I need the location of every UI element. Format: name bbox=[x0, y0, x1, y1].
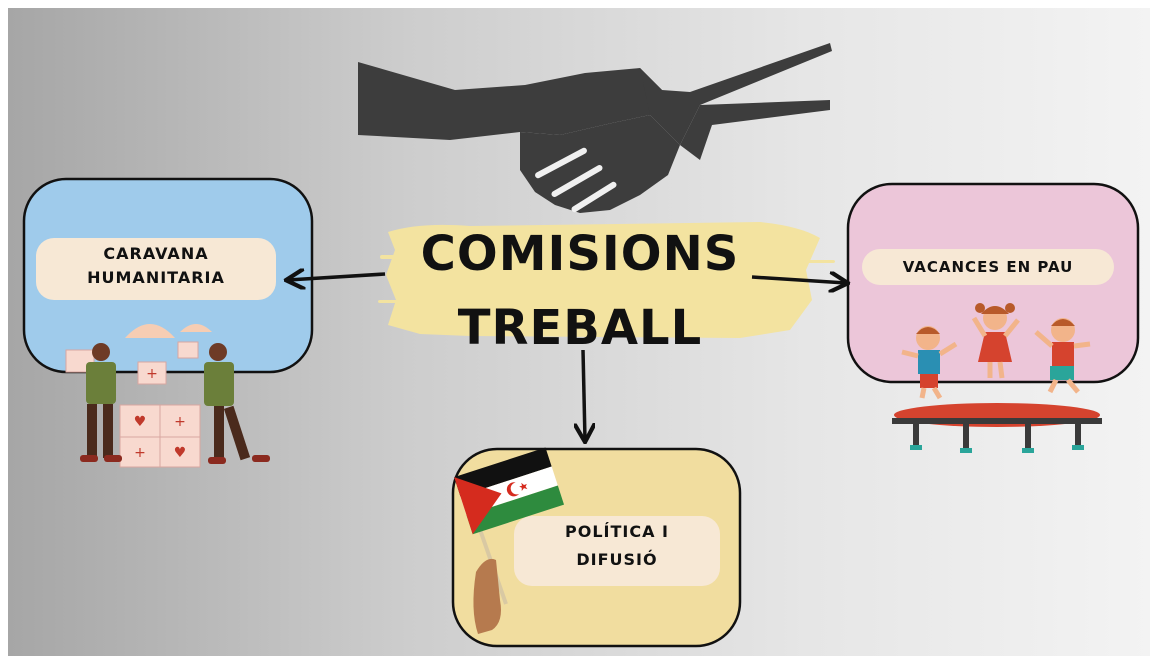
handshake-icon bbox=[358, 43, 832, 213]
arrow-to-vacances bbox=[751, 277, 846, 283]
svg-text:♥: ♥ bbox=[134, 414, 147, 430]
caravana-label: CARAVANA HUMANITARIA bbox=[36, 238, 276, 300]
svg-text:+: + bbox=[134, 445, 146, 461]
politica-label: POLÍTICA I DIFUSIÓ bbox=[514, 516, 720, 586]
politica-label-line2: DIFUSIÓ bbox=[576, 550, 658, 569]
caravana-label-line2: HUMANITARIA bbox=[87, 268, 225, 287]
vacances-label: VACANCES EN PAU bbox=[862, 249, 1114, 285]
brush-highlight bbox=[378, 222, 835, 338]
arrow-to-politica bbox=[583, 349, 585, 440]
kids-trampoline-illustration bbox=[892, 303, 1102, 453]
svg-text:+: + bbox=[146, 366, 158, 382]
sahrawi-flag-illustration bbox=[454, 447, 565, 634]
politica-label-line1: POLÍTICA I bbox=[565, 522, 669, 541]
svg-text:+: + bbox=[174, 414, 186, 430]
center-title-line2: TREBALL bbox=[457, 300, 703, 356]
arrow-to-caravana bbox=[288, 274, 386, 280]
aid-volunteers-illustration: + ♥ + + ♥ bbox=[65, 324, 270, 468]
center-title-line1: COMISIONS bbox=[420, 226, 740, 282]
svg-text:♥: ♥ bbox=[174, 445, 187, 461]
caravana-label-line1: CARAVANA bbox=[103, 244, 209, 263]
